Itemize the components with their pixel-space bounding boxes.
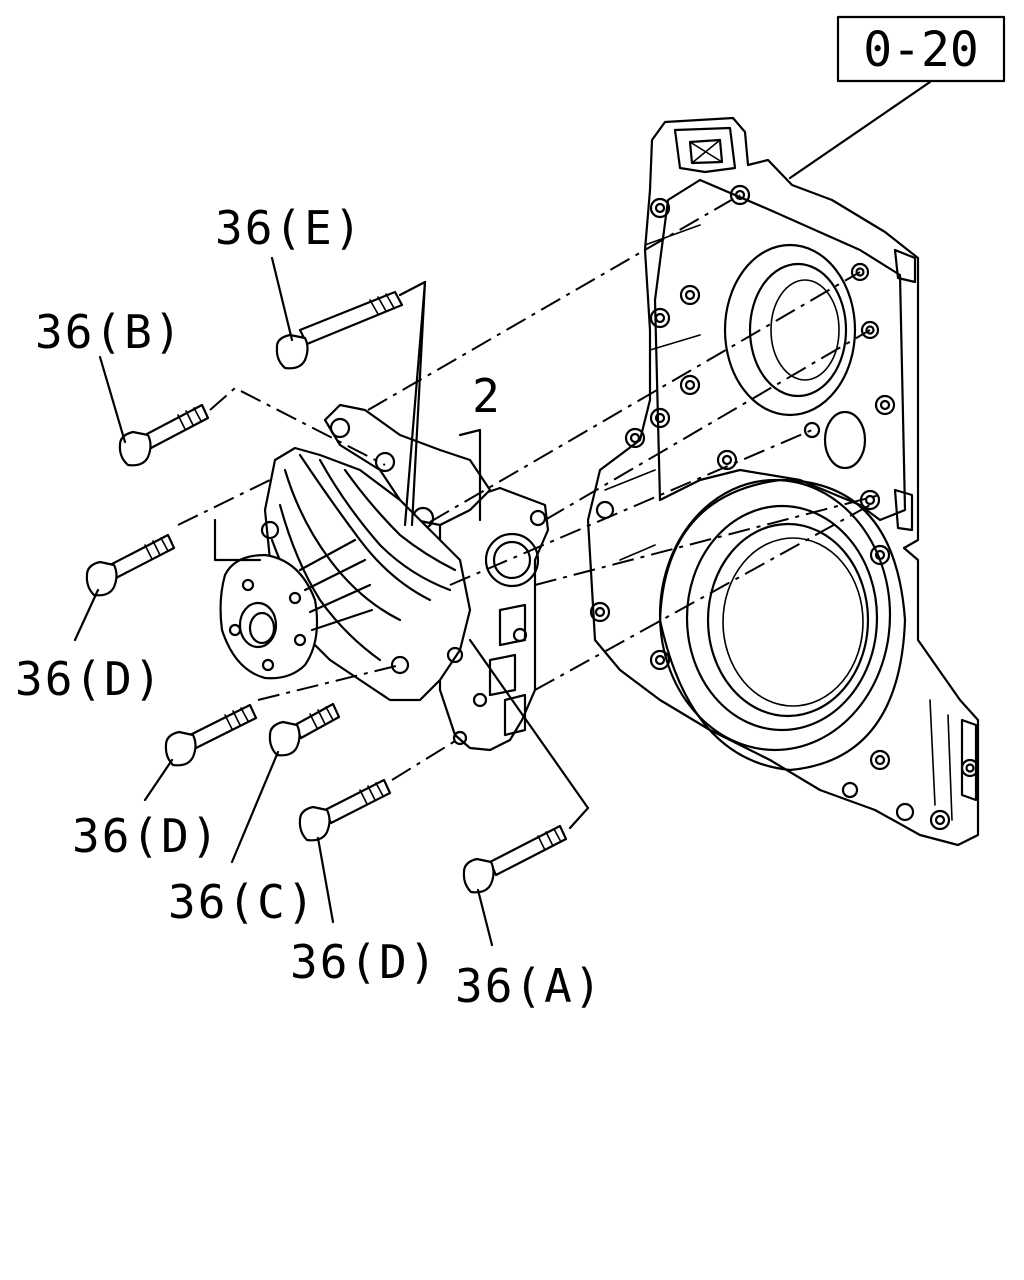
bolt-d1[interactable] xyxy=(85,533,176,597)
bolt-b[interactable] xyxy=(118,403,210,467)
callout-36a: 36(A) xyxy=(455,959,603,1013)
reference-leader-line xyxy=(788,80,932,180)
callout-36b: 36(B) xyxy=(35,305,183,359)
bolt-e[interactable] xyxy=(275,290,404,370)
part-label-2: 2 xyxy=(472,369,502,423)
water-pump-assembly xyxy=(213,403,550,752)
callout-36d-middle: 36(D) xyxy=(72,809,220,863)
callout-36e: 36(E) xyxy=(215,201,363,255)
callout-36d-bottom: 36(D) xyxy=(290,935,438,989)
callout-36d-left: 36(D) xyxy=(15,652,163,706)
engine-front-cover xyxy=(586,116,980,847)
alignment-centerlines xyxy=(177,194,881,781)
bolt-a[interactable] xyxy=(462,824,568,894)
reference-box-label: 0-20 xyxy=(863,22,979,78)
bolt-d3[interactable] xyxy=(298,778,392,842)
callout-36c: 36(C) xyxy=(168,875,316,929)
bolt-c[interactable] xyxy=(268,702,341,757)
reference-box[interactable]: 0-20 xyxy=(836,15,1006,83)
bolt-d2[interactable] xyxy=(164,703,258,767)
leader-lines xyxy=(73,256,590,947)
